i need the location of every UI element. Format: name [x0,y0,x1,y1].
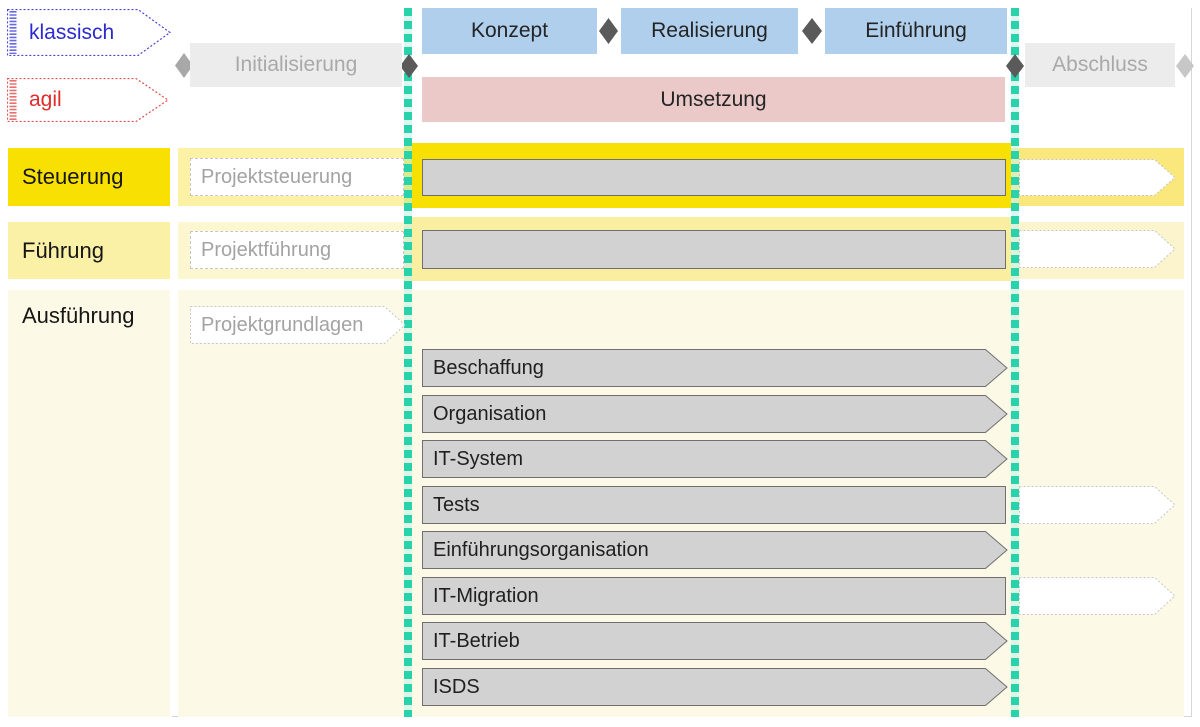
phase-realisierung: Realisierung [621,8,798,54]
module-bar-einfuehrungsorganisation: Einführungsorganisation [422,531,1008,569]
module-bar-label: Einführungsorganisation [433,538,649,561]
module-bar-label: Organisation [433,402,547,425]
module-bar-label: IT-Migration [433,584,539,607]
module-bar-isds: ISDS [422,668,1008,706]
legend-agil-label: agil [29,88,62,111]
module-bar-beschaffung: Beschaffung [422,349,1008,387]
module-arrow-it-migration-abschluss [1019,577,1176,615]
phase-initialisierung-label: Initialisierung [234,53,358,76]
module-bar-label: Beschaffung [433,356,544,379]
milestone-diamond-start-icon [175,53,193,78]
module-bar-label: ISDS [433,675,480,698]
phase-initialisierung: Initialisierung [190,43,402,87]
phase-einfuehrung-label: Einführung [865,19,967,42]
module-arrow-steuerung-abschluss [1019,159,1176,196]
milestone-diamond-end-initialisierung-icon [400,54,418,78]
legend-agil-arrow: agil [7,78,169,122]
klassisch-arrow-shape [7,9,171,56]
phase-abschluss: Abschluss [1025,43,1175,87]
module-projektsteuerung-label: Projektsteuerung [201,165,353,188]
milestone-diamond-konzept-realisierung-icon [599,18,618,44]
module-bar-it-betrieb: IT-Betrieb [422,622,1008,660]
phase-realisierung-label: Realisierung [651,19,768,42]
milestone-diamond-realisierung-einfuehrung-icon [802,18,822,44]
module-projektfuehrung-label: Projektführung [201,238,332,261]
level-steuerung: Steuerung [8,148,170,206]
phase-konzept-label: Konzept [470,19,549,42]
milestone-line-end-umsetzung [1011,8,1019,717]
module-bar-label: IT-Betrieb [433,629,520,652]
milestone-line-start-umsetzung [404,8,412,717]
phase-abschluss-label: Abschluss [1052,53,1148,76]
milestone-diamond-end-icon [1176,54,1194,78]
phase-einfuehrung: Einführung [825,8,1007,54]
module-bar-it-migration: IT-Migration [422,577,1006,615]
module-bar-steuerung [422,159,1006,196]
legend-klassisch-label: klassisch [29,20,115,44]
legend-klassisch-arrow: klassisch [7,9,171,56]
module-projektgrundlagen-label: Projektgrundlagen [201,313,364,336]
module-bar-label: IT-System [433,447,524,470]
module-projektfuehrung: Projektführung [190,231,404,269]
module-arrow-tests-abschluss [1019,486,1176,524]
phase-umsetzung: Umsetzung [422,77,1005,122]
phase-konzept: Konzept [422,8,597,54]
level-fuehrung-label: Führung [22,237,104,263]
module-bar-fuehrung [422,230,1006,269]
module-arrow-fuehrung-abschluss [1019,230,1176,268]
level-ausfuehrung-label: Ausführung [22,303,135,328]
agil-arrow-shape [7,78,169,122]
level-ausfuehrung: Ausführung [8,290,170,717]
module-bar-organisation: Organisation [422,395,1008,433]
module-projektgrundlagen: Projektgrundlagen [190,306,406,344]
module-projektsteuerung: Projektsteuerung [190,158,404,196]
module-bar-tests: Tests [422,486,1006,524]
level-fuehrung: Führung [8,222,170,279]
module-bar-it-system: IT-System [422,440,1008,478]
module-bar-label: Tests [433,493,480,516]
milestone-diamond-start-abschluss-icon [1006,54,1024,78]
phase-umsetzung-label: Umsetzung [660,87,767,111]
level-steuerung-label: Steuerung [22,164,124,189]
